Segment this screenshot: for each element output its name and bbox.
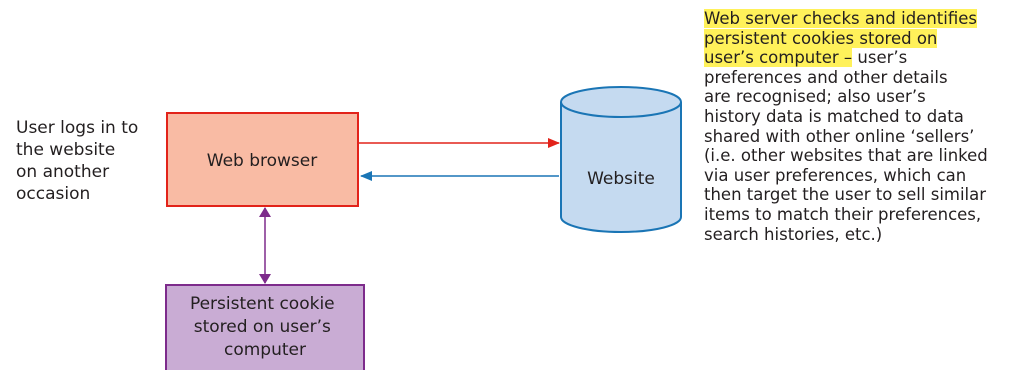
- web-browser-label: Web browser: [207, 151, 317, 171]
- note-line: (i.e. other websites that are linked: [704, 146, 988, 166]
- website-label: Website: [587, 169, 655, 189]
- user-note-line: occasion: [16, 184, 90, 204]
- highlighted-text: user’s computer –: [704, 48, 853, 68]
- web-browser-box: Web browser: [166, 112, 359, 207]
- server-check-note: Web server checks and identifies persist…: [704, 9, 1026, 244]
- user-login-note: User logs in to the website on another o…: [16, 118, 144, 204]
- persistent-cookie-box: Persistent cookie stored on user’s compu…: [165, 284, 365, 370]
- note-text: user’s: [852, 48, 908, 68]
- svg-text:Persistent cookie stored: Persistent cookie stored on user’s compu…: [190, 294, 340, 360]
- note-line: are recognised; also user’s: [704, 87, 926, 107]
- note-line: history data is matched to data: [704, 106, 964, 126]
- cookie-label-line: Persistent cookie: [190, 294, 335, 314]
- note-line: shared with other online ‘sellers’: [704, 126, 975, 146]
- highlighted-text: persistent cookies stored on: [704, 28, 938, 48]
- highlighted-text: Web server checks and identifies: [704, 9, 977, 28]
- user-note-line: the website: [16, 140, 115, 160]
- note-line: then target the user to sell similar: [704, 185, 987, 205]
- user-note-line: User logs in to: [16, 118, 138, 138]
- cookie-label-line: stored on user’s: [194, 317, 331, 337]
- note-line: items to match their preferences,: [704, 204, 982, 224]
- note-line: search histories, etc.): [704, 224, 883, 244]
- cookie-label-line: computer: [224, 340, 306, 360]
- website-cylinder: Website: [560, 86, 682, 233]
- user-note-line: on another: [16, 162, 109, 182]
- note-line: via user preferences, which can: [704, 165, 967, 185]
- note-line: preferences and other details: [704, 67, 948, 87]
